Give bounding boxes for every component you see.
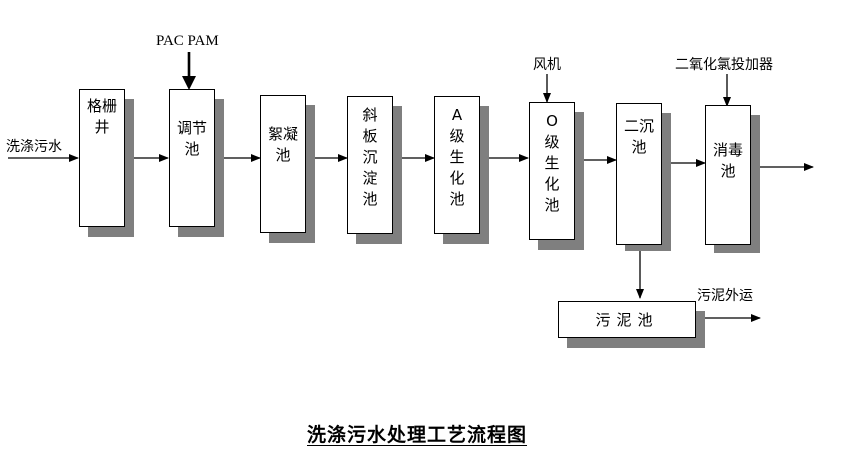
unit-disinfection-tank: 消毒池	[705, 105, 751, 245]
unit-inclined-plate-settler: 斜板沉淀池	[347, 96, 393, 234]
sludge-out-label: 污泥外运	[697, 288, 753, 304]
sludge-tank-label: 污泥池	[595, 311, 659, 329]
unit-label: 消毒池	[712, 141, 743, 180]
unit-a-bio-tank: A级生化池	[434, 96, 480, 234]
unit-label: 格栅井	[86, 97, 117, 136]
unit-label: 絮凝池	[267, 125, 298, 164]
unit-o-bio-tank: O级生化池	[529, 102, 575, 240]
unit-regulating-tank: 调节池	[169, 89, 215, 227]
pac-pam-label: PAC PAM	[156, 33, 219, 49]
blower-label: 风机	[533, 57, 561, 73]
chlorine-doser-label: 二氧化氯投加器	[675, 57, 773, 73]
unit-coagulation-tank: 絮凝池	[260, 95, 306, 233]
diagram-title: 洗涤污水处理工艺流程图	[307, 424, 528, 446]
unit-grid-well: 格栅井	[79, 89, 125, 227]
unit-label: 斜板沉淀池	[362, 106, 378, 208]
unit-label: A级生化池	[449, 106, 465, 208]
inlet-label: 洗涤污水	[6, 139, 62, 155]
sludge-tank: 污泥池	[558, 301, 696, 338]
unit-label: 二沉池	[623, 117, 654, 156]
unit-label: O级生化池	[544, 112, 560, 214]
unit-label: 调节池	[176, 119, 207, 158]
unit-secondary-clarifier: 二沉池	[616, 103, 662, 245]
